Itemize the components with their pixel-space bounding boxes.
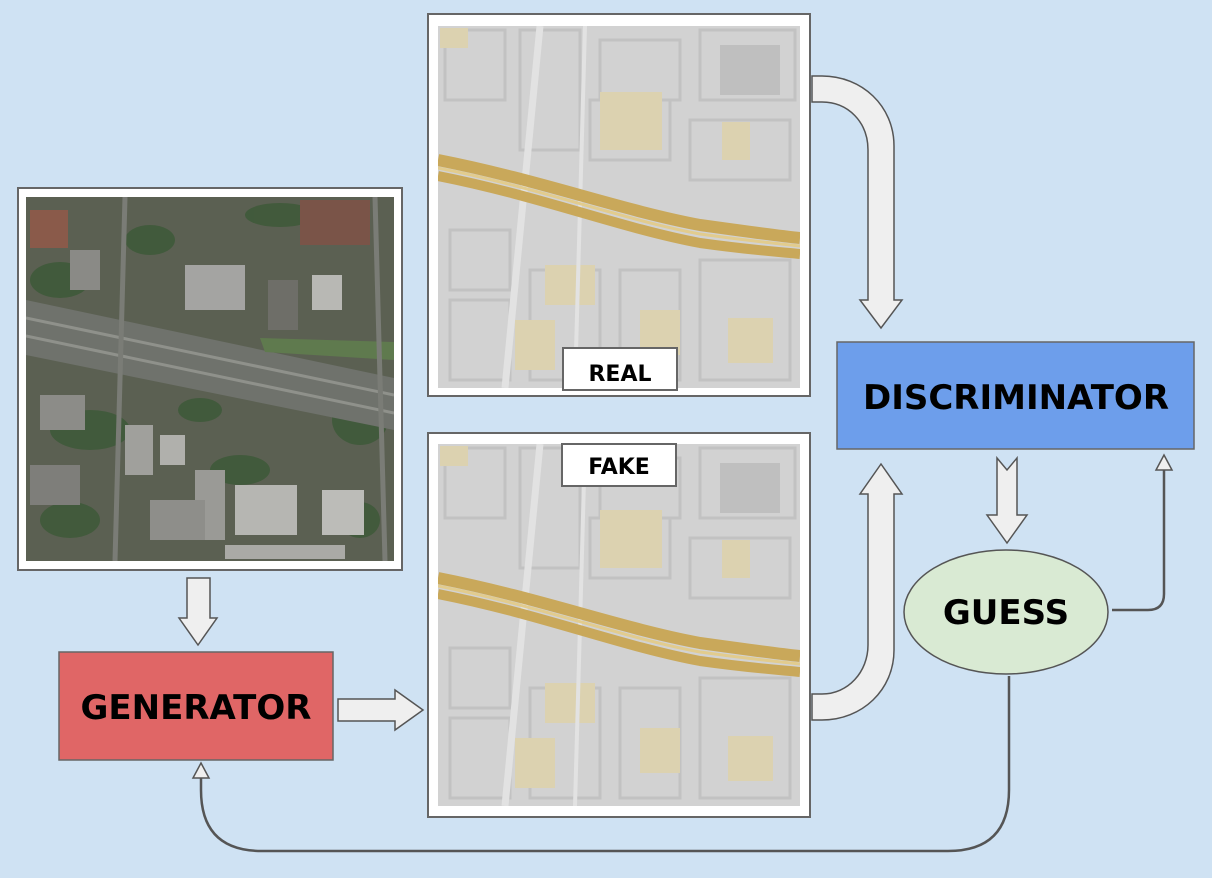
arrow-real-to-discriminator xyxy=(811,75,904,330)
arrow-generator-to-fake xyxy=(337,688,425,732)
connector-guess-to-generator xyxy=(199,676,1011,853)
real-label: REAL xyxy=(588,362,651,387)
input-satellite-image xyxy=(17,187,403,571)
fake-label: FAKE xyxy=(588,455,650,480)
fake-label-box xyxy=(561,443,677,487)
arrow-fake-to-discriminator xyxy=(811,462,904,721)
generator-label: GENERATOR xyxy=(81,688,312,728)
real-map-image: REAL xyxy=(427,13,811,397)
connector-guess-to-discriminator xyxy=(1112,470,1166,612)
discriminator-node: DISCRIMINATOR xyxy=(836,341,1195,450)
discriminator-label: DISCRIMINATOR xyxy=(863,378,1169,418)
connector-guess-arrowhead xyxy=(1154,453,1174,471)
arrow-input-to-generator xyxy=(177,577,219,647)
fake-map-image: FAKE xyxy=(427,432,811,818)
real-label-box xyxy=(562,347,678,391)
guess-node: GUESS xyxy=(903,549,1109,675)
generator-node: GENERATOR xyxy=(58,651,334,761)
arrow-discriminator-to-guess xyxy=(985,455,1029,545)
guess-label: GUESS xyxy=(943,593,1069,633)
connector-generator-arrowhead xyxy=(191,761,211,779)
